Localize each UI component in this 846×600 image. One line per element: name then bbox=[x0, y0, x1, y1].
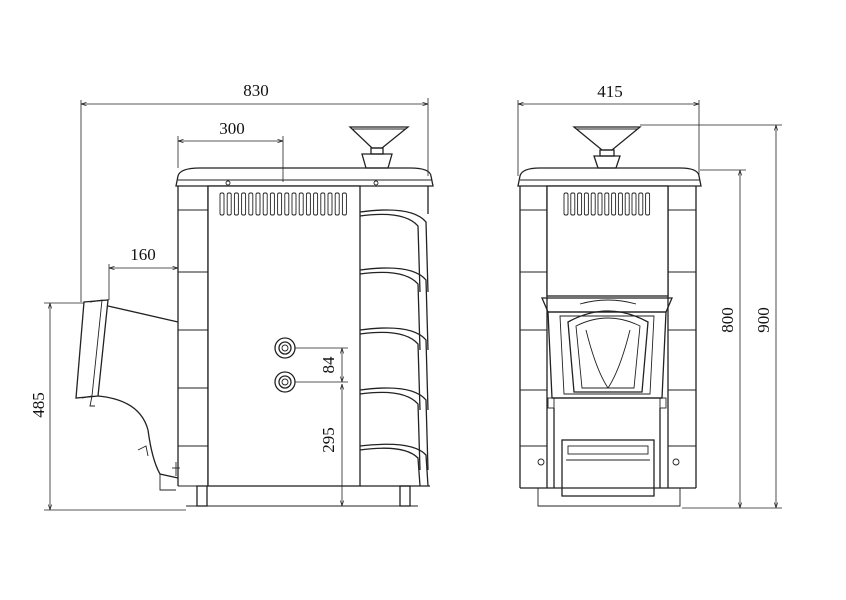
front-view: 415 900 800 bbox=[517, 82, 782, 509]
vent-slot bbox=[624, 192, 630, 216]
vent-slot bbox=[583, 192, 589, 216]
dim-top-hopper-offset: 300 bbox=[219, 119, 245, 138]
vent-slot bbox=[604, 192, 610, 216]
vent-slot bbox=[570, 192, 576, 216]
vent-slot bbox=[291, 192, 297, 216]
dim-chimney-height: 485 bbox=[29, 392, 48, 418]
front-top-plate bbox=[517, 167, 702, 187]
vent-slot bbox=[262, 192, 268, 216]
dim-front-width: 415 bbox=[597, 82, 623, 101]
vent-slot bbox=[341, 192, 347, 216]
vent-slot bbox=[298, 192, 304, 216]
vent-slot bbox=[313, 192, 319, 216]
dim-side-width: 830 bbox=[243, 81, 269, 100]
side-stone-shelves bbox=[359, 186, 430, 487]
vent-slot bbox=[577, 192, 583, 216]
side-vent-slots bbox=[219, 192, 347, 216]
front-upper-panel bbox=[546, 185, 669, 297]
side-dimensions: 830 300 160 485 84 295 bbox=[29, 81, 429, 511]
vent-slot bbox=[611, 192, 617, 216]
side-body-panel bbox=[207, 185, 361, 487]
front-glass-door bbox=[541, 297, 673, 409]
side-legs bbox=[186, 485, 418, 507]
dim-body-height: 800 bbox=[718, 307, 737, 333]
dim-fitting-height: 295 bbox=[319, 427, 338, 453]
side-chimney-pipe bbox=[75, 299, 180, 491]
vent-slot bbox=[277, 192, 283, 216]
front-vent-slots bbox=[563, 192, 651, 216]
side-top-plate bbox=[175, 167, 434, 187]
dim-total-height: 900 bbox=[754, 307, 773, 333]
dim-fitting-spacing: 84 bbox=[319, 356, 338, 374]
vent-slot bbox=[597, 192, 603, 216]
side-hopper bbox=[348, 126, 410, 169]
vent-slot bbox=[327, 192, 333, 216]
vent-slot bbox=[255, 192, 261, 216]
vent-slot bbox=[269, 192, 275, 216]
front-side-tiles bbox=[519, 186, 697, 489]
vent-slot bbox=[617, 192, 623, 216]
dim-chimney-offset: 160 bbox=[130, 245, 156, 264]
vent-slot bbox=[226, 192, 232, 216]
vent-slot bbox=[645, 192, 651, 216]
side-view: 830 300 160 485 84 295 bbox=[29, 81, 434, 511]
vent-slot bbox=[233, 192, 239, 216]
front-ash-drawer bbox=[537, 408, 681, 507]
vent-slot bbox=[334, 192, 340, 216]
vent-slot bbox=[563, 192, 569, 216]
vent-slot bbox=[241, 192, 247, 216]
vent-slot bbox=[590, 192, 596, 216]
vent-slot bbox=[284, 192, 290, 216]
vent-slot bbox=[638, 192, 644, 216]
vent-slot bbox=[248, 192, 254, 216]
front-hopper bbox=[572, 126, 642, 169]
vent-slot bbox=[320, 192, 326, 216]
vent-slot bbox=[219, 192, 225, 216]
side-left-tiles bbox=[177, 186, 209, 487]
vent-slot bbox=[631, 192, 637, 216]
vent-slot bbox=[305, 192, 311, 216]
front-dimensions: 415 900 800 bbox=[517, 82, 782, 509]
